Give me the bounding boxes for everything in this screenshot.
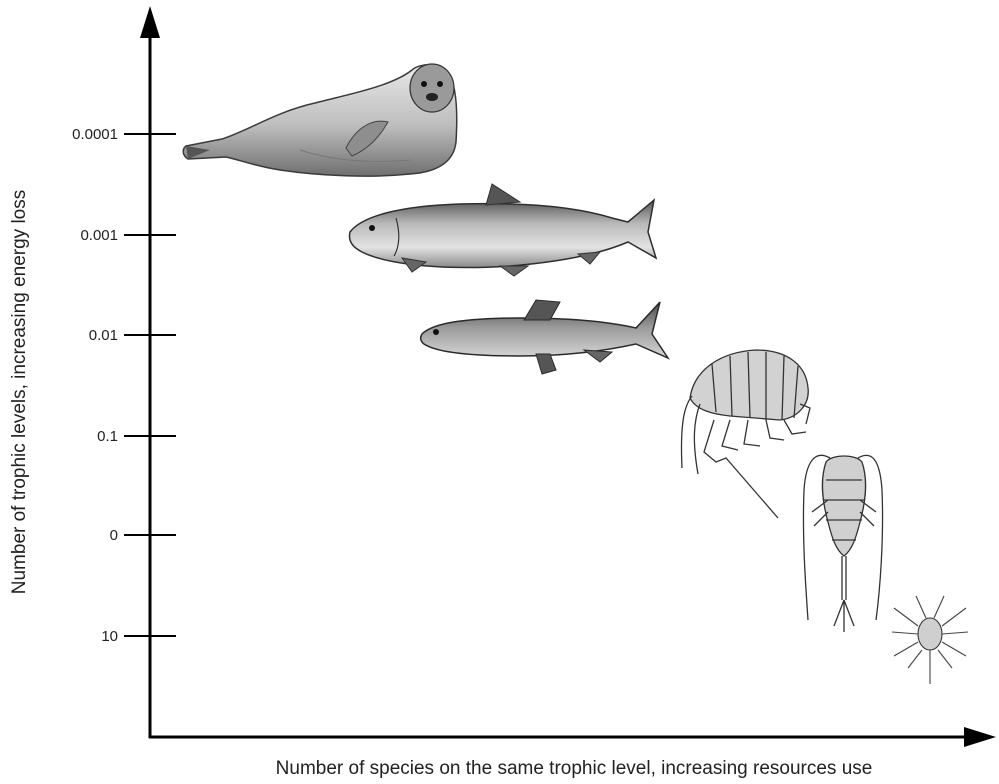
copepod-illustration — [803, 455, 882, 632]
y-tick-labels: 0.0001 0.001 0.01 0.1 0 10 — [72, 126, 118, 645]
x-axis — [149, 727, 996, 747]
small-fish-illustration — [421, 300, 668, 374]
amphipod-illustration — [681, 350, 810, 518]
y-axis-arrowhead — [140, 6, 160, 38]
seal-illustration — [183, 64, 457, 176]
y-tick-label: 0.001 — [80, 227, 118, 244]
nauplius-larva-illustration — [892, 596, 968, 684]
y-axis-title: Number of trophic levels, increasing ene… — [9, 190, 30, 594]
x-axis-arrowhead — [964, 727, 996, 747]
y-tick-label: 0.01 — [89, 327, 118, 344]
x-axis-title: Number of species on the same trophic le… — [276, 758, 873, 779]
y-axis — [140, 6, 160, 738]
y-tick-label: 0.0001 — [72, 126, 118, 143]
y-tick-label: 0 — [110, 527, 118, 544]
y-tick-label: 10 — [101, 628, 118, 645]
salmon-illustration — [350, 184, 657, 276]
y-tick-label: 0.1 — [97, 428, 118, 445]
seal-eye — [421, 81, 427, 87]
